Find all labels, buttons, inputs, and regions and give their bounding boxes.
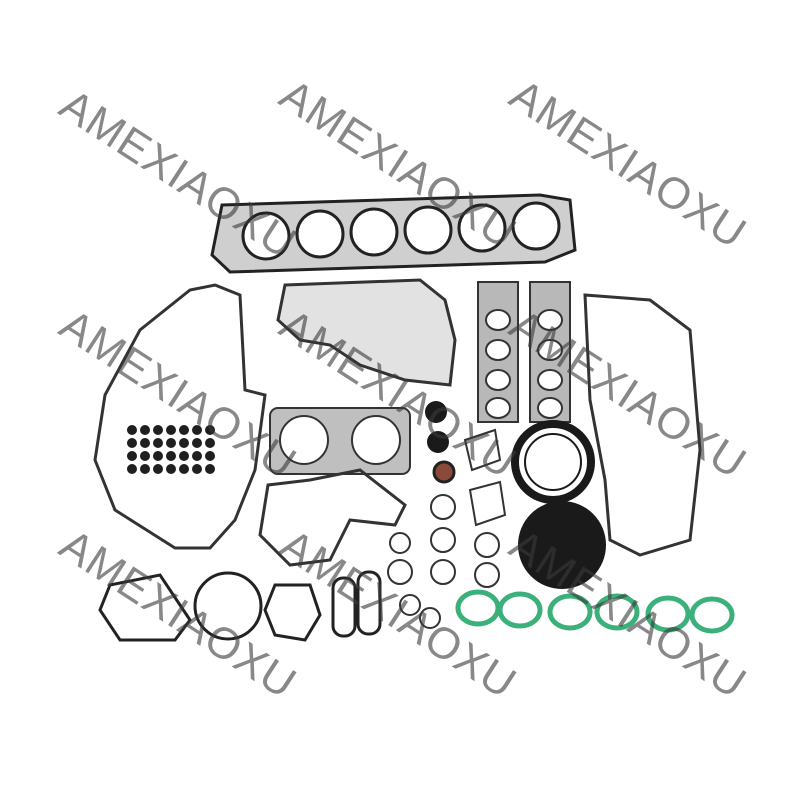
valve-stem-seal xyxy=(153,464,163,474)
green-intake-seals xyxy=(455,589,735,634)
o-rings xyxy=(387,494,500,588)
valve-stem-seal xyxy=(166,425,176,435)
lower-timing-gasket xyxy=(258,468,407,567)
valve-cover-gasket xyxy=(583,293,702,557)
valve-stem-seal xyxy=(179,464,189,474)
large-o-rings xyxy=(98,570,382,642)
black-cover-disk xyxy=(518,501,606,589)
valve-stem-seal xyxy=(127,425,137,435)
flange-gaskets xyxy=(463,428,507,527)
valve-stem-seal xyxy=(153,425,163,435)
valve-stem-seal xyxy=(127,464,137,474)
valve-stem-seal xyxy=(192,451,202,461)
valve-stem-seal xyxy=(166,464,176,474)
valve-stem-seal xyxy=(192,425,202,435)
valve-stem-seal xyxy=(179,425,189,435)
valve-stem-seal xyxy=(192,438,202,448)
exhaust-manifold-gaskets xyxy=(477,281,571,423)
valve-stem-seal xyxy=(205,464,215,474)
valve-stem-seal xyxy=(153,438,163,448)
rear-main-seal xyxy=(511,420,595,504)
timing-cover-gasket xyxy=(93,283,267,550)
small-gaskets xyxy=(389,532,441,629)
valve-stem-seal xyxy=(179,451,189,461)
valve-stem-seal xyxy=(140,425,150,435)
valve-stem-seal xyxy=(140,438,150,448)
twin-bore-gasket xyxy=(269,407,411,475)
valve-stem-seal xyxy=(205,438,215,448)
valve-stem-seal xyxy=(166,451,176,461)
valve-stem-seal xyxy=(179,438,189,448)
valve-stem-seal xyxy=(205,425,215,435)
center-cover-gasket xyxy=(276,278,457,387)
valve-stem-seal xyxy=(127,451,137,461)
valve-stem-seal xyxy=(140,451,150,461)
valve-stem-seal xyxy=(205,451,215,461)
valve-stem-seal xyxy=(153,451,163,461)
valve-stem-seal xyxy=(192,464,202,474)
valve-stem-seal xyxy=(140,464,150,474)
cylinder-head-gasket xyxy=(210,193,577,274)
valve-stem-seal xyxy=(127,438,137,448)
rubber-plugs xyxy=(425,401,456,484)
valve-stem-seals xyxy=(127,425,215,474)
valve-stem-seal xyxy=(166,438,176,448)
